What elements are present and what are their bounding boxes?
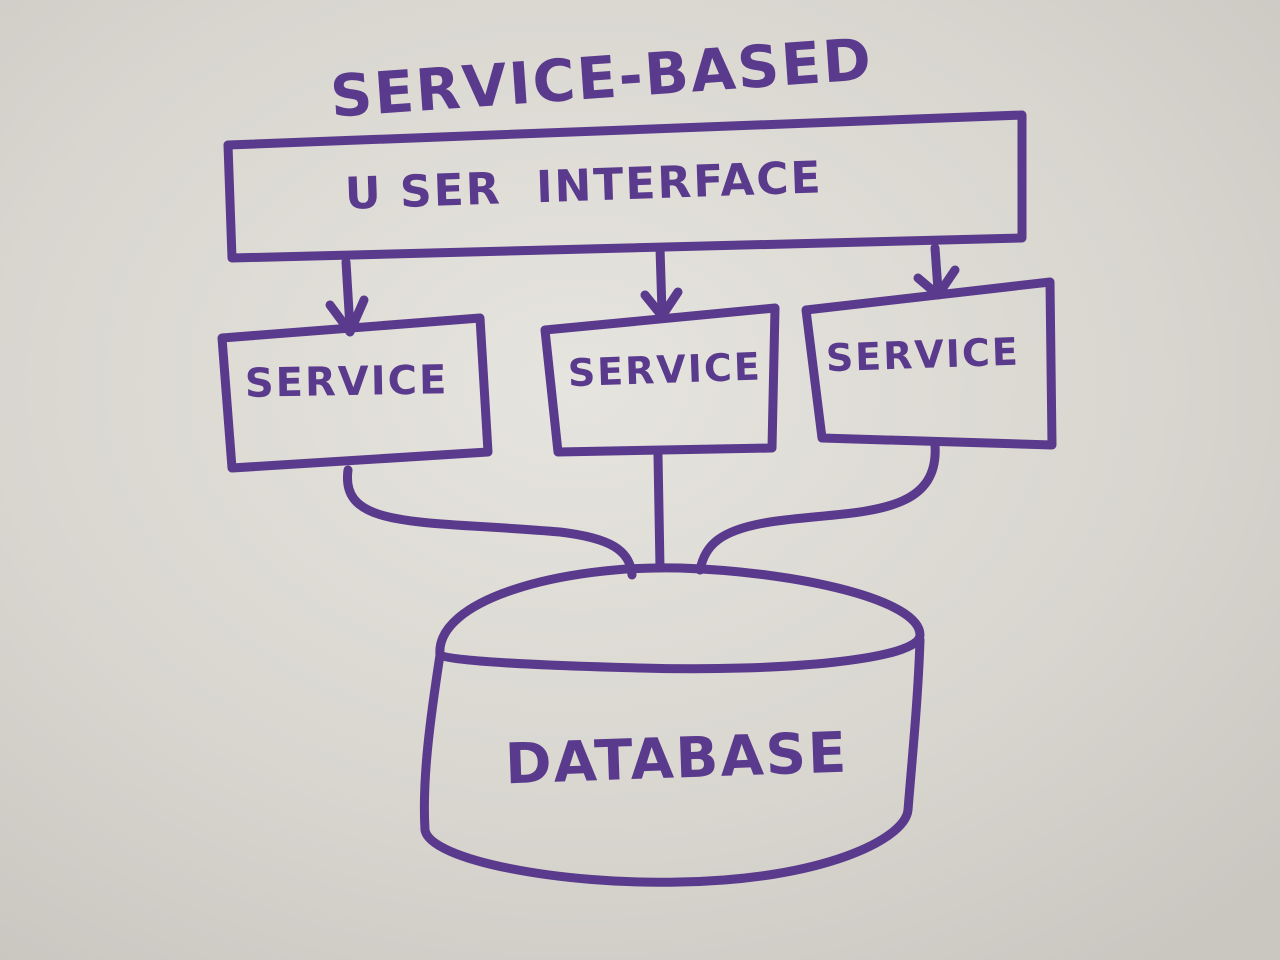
service-box-1: SERVICE <box>217 313 493 473</box>
database-label: DATABASE <box>504 720 849 797</box>
service-box-3: SERVICE <box>801 277 1057 450</box>
service-to-database-connectors <box>343 440 940 580</box>
arrow-to-service-2 <box>655 243 667 317</box>
connector-service-1 <box>343 465 637 580</box>
arrow-to-service-3 <box>930 243 943 295</box>
connector-service-2 <box>653 450 665 573</box>
arrow-to-service-1 <box>341 257 355 333</box>
service-box-2: SERVICE <box>540 303 780 457</box>
service-label-3: SERVICE <box>825 330 1020 381</box>
database-cylinder: DATABASE <box>419 563 925 887</box>
connector-service-3 <box>695 440 940 575</box>
service-label-2: SERVICE <box>567 344 762 395</box>
service-label-1: SERVICE <box>244 357 448 407</box>
